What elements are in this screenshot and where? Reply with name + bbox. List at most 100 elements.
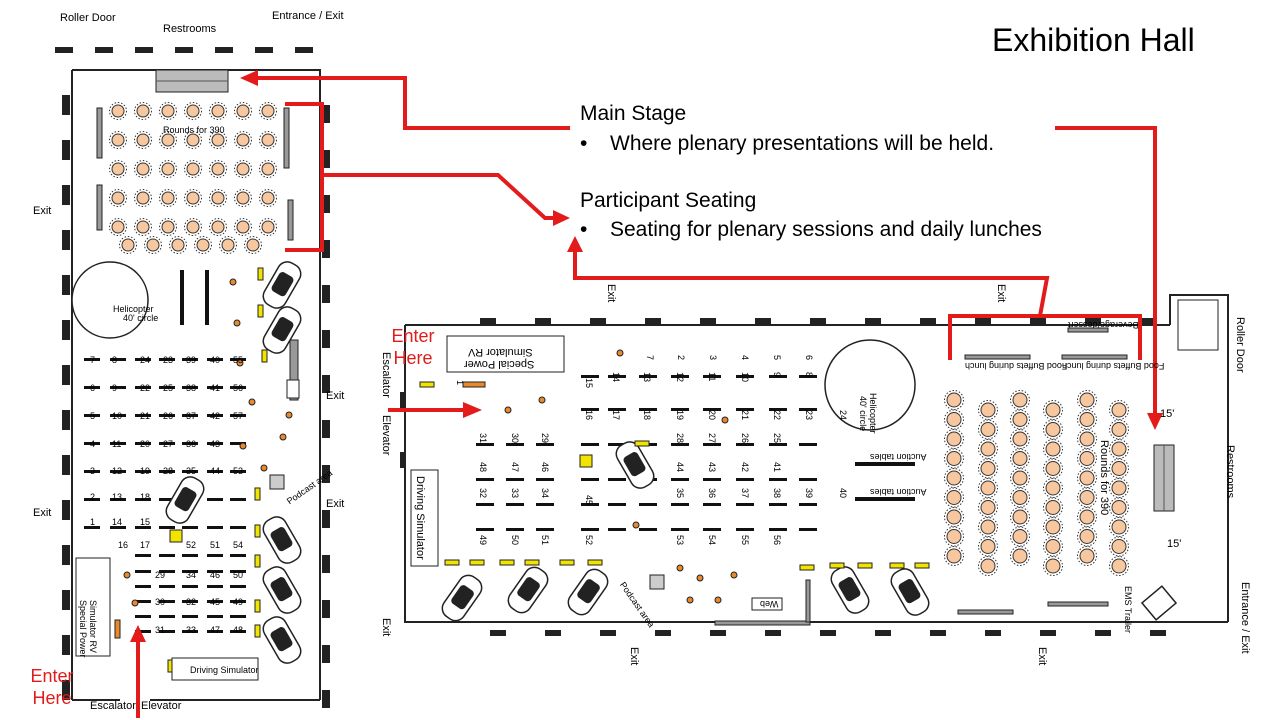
right-car-icon [830,566,870,614]
chair-ring [1109,419,1129,440]
right-round-table [980,519,996,535]
main-stage-arrow [258,76,570,130]
right-booth-table [536,528,554,531]
left-top-wall-segment [295,47,313,53]
left-web-box [286,379,300,399]
right-car-icon [890,568,930,616]
left-booth-table [182,615,198,618]
chair-ring [184,189,202,207]
left-booth-number: 9 [112,383,118,393]
right-booth-table [608,443,626,446]
left-booth-table [159,386,175,389]
right-helicopter-circle-label: 40' circle [858,396,868,432]
right-booth-number: 32 [478,488,488,499]
right-booth-number: 45 [584,495,594,506]
chair-ring [209,160,227,178]
left-round-table [161,191,175,205]
right-booth-table [799,528,817,531]
right-cocktail-table [686,596,694,604]
right-booth-number: 8 [804,372,814,378]
chair-ring [1010,448,1030,469]
right-cocktail-table [538,396,546,404]
left-helicopter-circle [71,261,149,339]
right-wall-segment [645,318,661,324]
right-wall-segment [930,630,946,636]
right-wall-segment [400,452,406,468]
left-booth-number: 56 [233,383,244,393]
right-round-table [1045,558,1061,574]
chair-ring [134,218,152,236]
right-booth-table [581,408,599,411]
left-booth-table [182,414,198,417]
left-booth-table [207,526,223,529]
chair-ring [209,131,227,149]
right-booth-number: 21 [740,410,750,421]
chair-ring [1077,390,1097,410]
left-booth-number: 45 [210,597,221,607]
right-round-table [1079,509,1095,525]
right-booth-table [736,375,754,378]
left-booth-number: 43 [210,439,221,449]
chair-ring [1077,487,1097,508]
left-yellow-kiosk [254,624,261,638]
right-booth-number: 39 [804,488,814,499]
chair-ring [1043,419,1063,440]
right-booth-table [506,528,524,531]
right-booth-number: 53 [675,535,685,546]
right-booth-table [703,528,721,531]
chair-ring [119,236,137,254]
left-booth-table [135,498,151,501]
right-booth-table [769,503,787,506]
seating-bullet: Seating for plenary sessions and daily l… [610,218,1042,241]
right-booth-number: 47 [510,462,520,473]
right-round-table [1012,412,1028,427]
right-wall-segment [1030,318,1046,324]
right-helicopter-circle [824,339,916,431]
right-wall-segment [545,630,561,636]
right-round-table [980,441,996,457]
left-booth-table [207,358,223,361]
left-wall-segment [62,545,70,565]
seating-arrow-right-head [567,236,583,252]
right-round-table [1012,431,1028,447]
right-booth-number: 56 [772,535,782,546]
right-cocktail-table [721,416,729,424]
left-round-table [186,162,200,176]
right-round-table [946,490,962,505]
left-booth-table [230,442,246,445]
right-wall-segment [710,630,726,636]
chair-ring [1010,390,1030,410]
left-wall-segment [62,680,70,700]
right-cocktail-table [616,349,624,357]
right-ems-trailer [1140,585,1178,621]
right-round-table [1111,539,1127,554]
right-yellow-kiosk [559,559,575,566]
right-auction-label-2: Auction tables [870,487,927,497]
left-booth-number: 3 [90,466,96,476]
chair-ring [1077,448,1097,469]
left-wall-segment [62,635,70,655]
chair-ring [978,419,998,440]
left-booth-number: 57 [233,411,244,421]
right-wall-segment [1140,318,1156,324]
chair-ring [134,160,152,178]
chair-ring [1109,400,1129,420]
right-round-table [1079,548,1095,564]
left-booth-number: 23 [163,355,174,365]
chair-ring [1109,478,1129,498]
left-podium-icon [169,529,183,543]
right-booth-number: 54 [707,535,717,546]
right-wall-segment [655,630,671,636]
right-cocktail-table [504,406,512,414]
right-simulator-rv [446,335,565,373]
left-booth-table [135,630,151,633]
left-booth-number: 28 [163,466,174,476]
right-booth-table [536,478,554,481]
right-wall-segment [1095,630,1111,636]
right-booth-number: 18 [642,410,652,421]
chair-ring [159,102,177,120]
left-booth-table [182,554,198,557]
right-round-table [1111,500,1127,515]
right-round-table [946,548,962,564]
chair-ring [978,400,998,420]
